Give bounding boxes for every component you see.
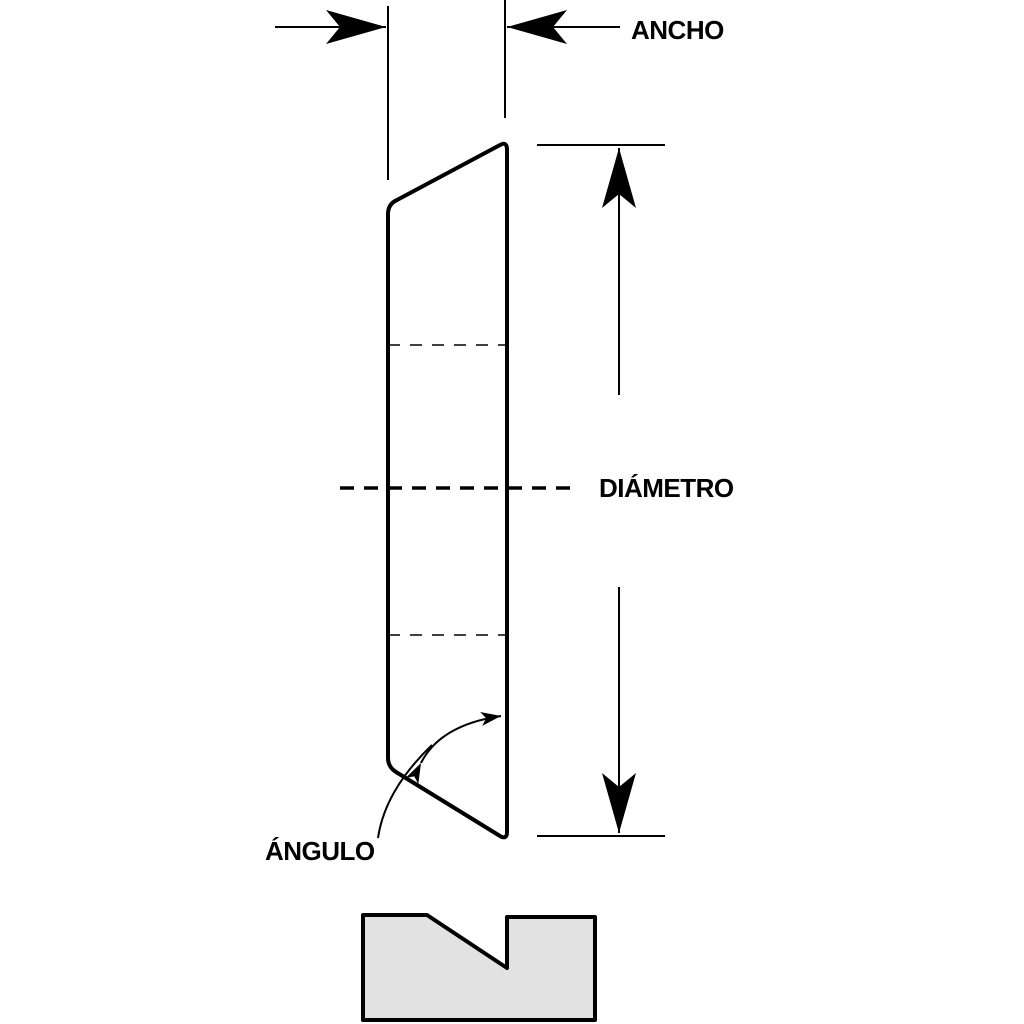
width-label: ANCHO: [631, 15, 724, 45]
angle-arc: [405, 712, 502, 785]
profile-section: [361, 913, 597, 1022]
profile-shape: [361, 913, 597, 1022]
diameter-dimension: DIÁMETRO: [340, 144, 734, 837]
width-dimension: ANCHO: [275, 0, 725, 180]
angle-label: ÁNGULO: [265, 836, 375, 866]
angle-annotation: ÁNGULO: [265, 712, 502, 866]
countersink-outline: [386, 141, 509, 840]
diameter-label: DIÁMETRO: [599, 473, 734, 503]
countersink-body: [386, 141, 509, 840]
angle-leader-line: [377, 744, 433, 839]
